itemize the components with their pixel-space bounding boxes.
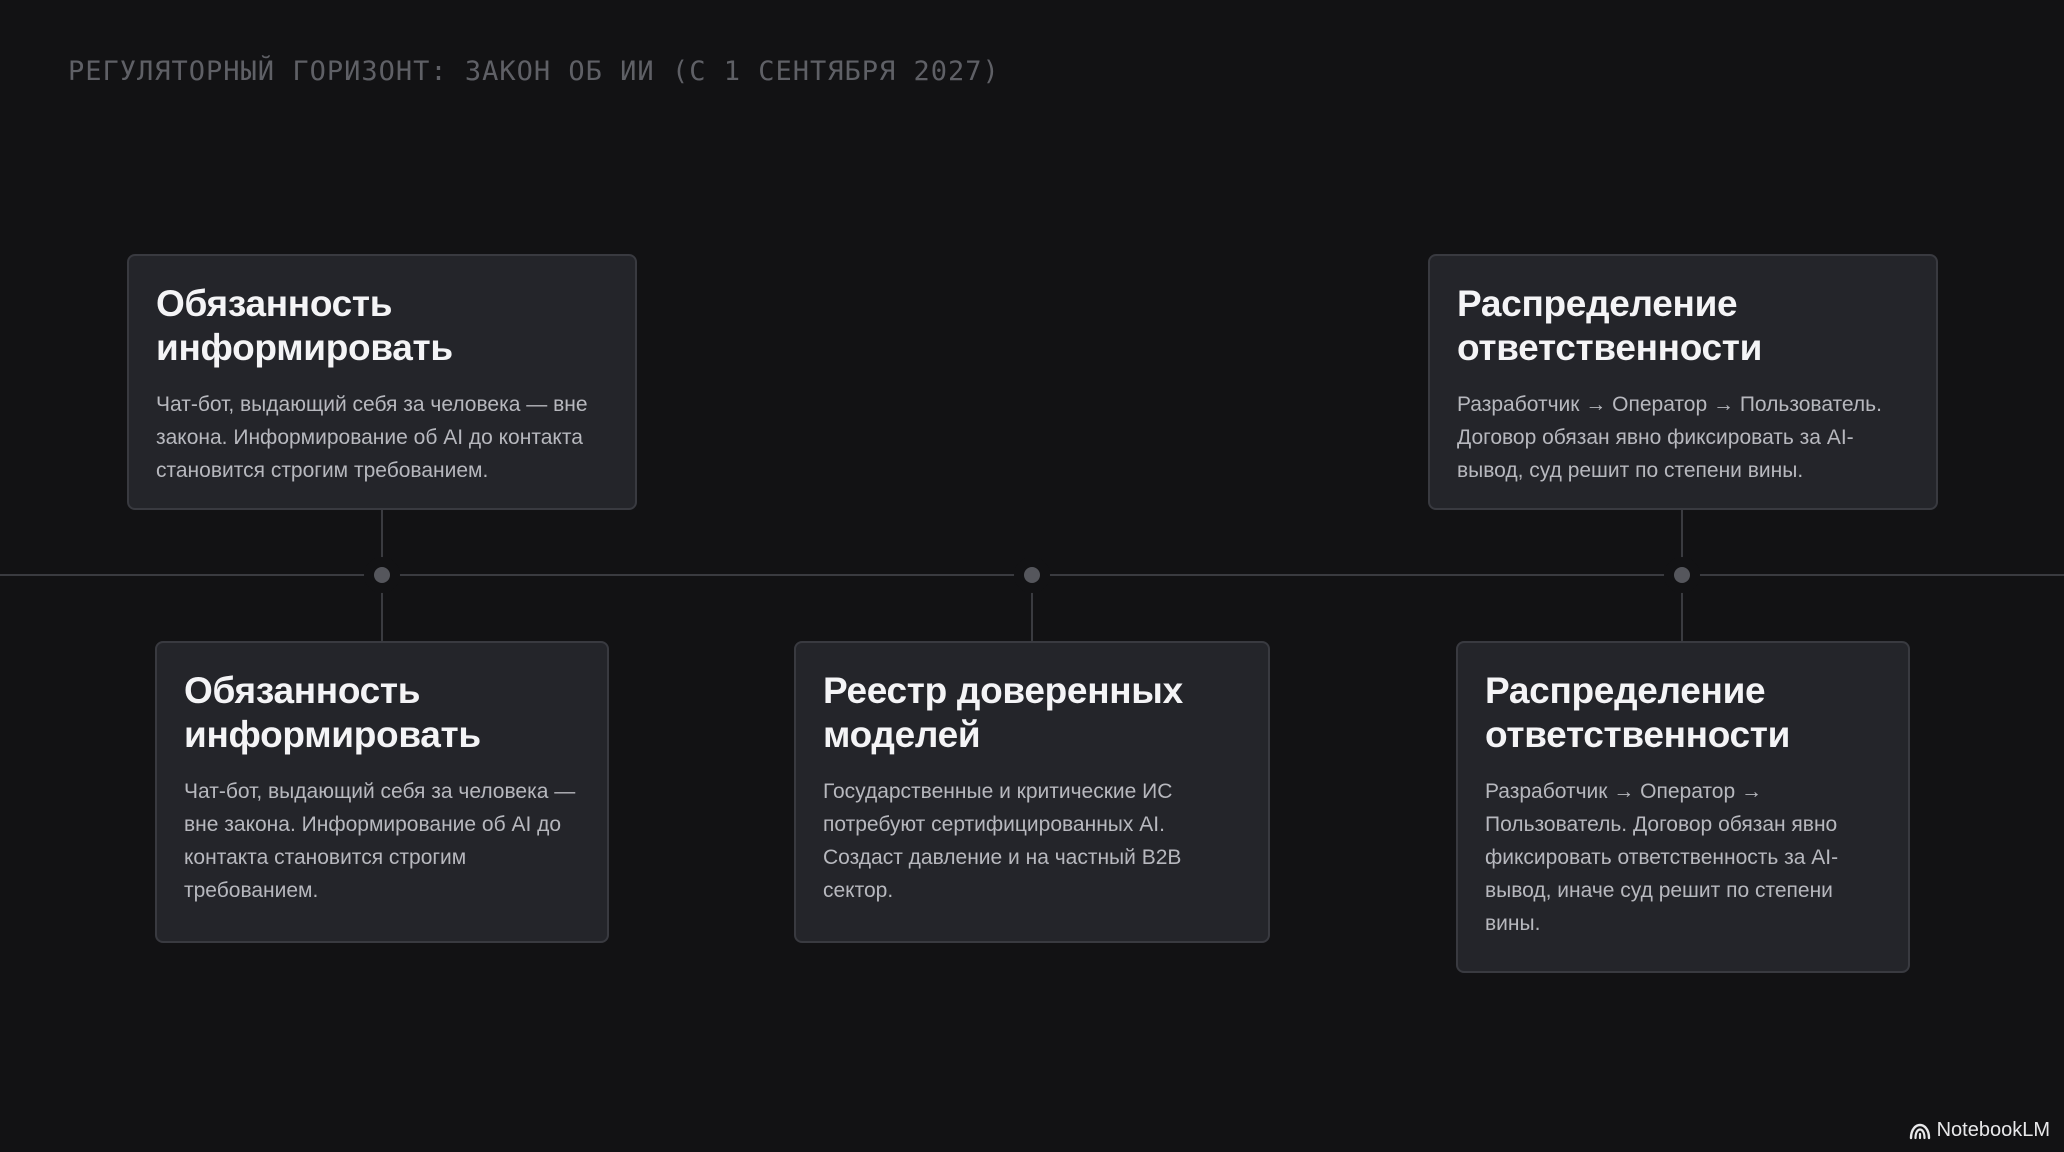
timeline-node-left	[374, 567, 390, 583]
connector-top-right	[1681, 510, 1683, 574]
card-bottom-center: Реестр доверенных моделей Государственны…	[794, 641, 1270, 943]
card-top-right: Распределение ответственности Разработчи…	[1428, 254, 1938, 510]
card-top-left: Обязанность информировать Чат-бот, выдаю…	[127, 254, 637, 510]
card-bottom-left: Обязанность информировать Чат-бот, выдаю…	[155, 641, 609, 943]
card-title: Распределение ответственности	[1457, 283, 1763, 368]
card-body: Чат-бот, выдающий себя за человека — вне…	[156, 393, 588, 482]
card-body: Чат-бот, выдающий себя за человека — вне…	[184, 780, 576, 902]
connector-top-left	[381, 510, 383, 574]
connector-bottom-left	[381, 576, 383, 642]
card-body: Разработчик → Оператор → Пользователь. Д…	[1457, 393, 1882, 482]
brand-label: NotebookLM	[1936, 1119, 2050, 1141]
slide-title: РЕГУЛЯТОРНЫЙ ГОРИЗОНТ: ЗАКОН ОБ ИИ (С 1 …	[68, 56, 1000, 87]
notebooklm-logo-icon	[1909, 1123, 1930, 1139]
card-title: Обязанность информировать	[184, 670, 481, 755]
card-title: Обязанность информировать	[156, 283, 453, 368]
timeline-node-right	[1674, 567, 1690, 583]
card-body: Государственные и критические ИС потребу…	[823, 780, 1182, 902]
card-bottom-right: Распределение ответственности Разработчи…	[1456, 641, 1910, 973]
connector-bottom-right	[1681, 576, 1683, 642]
timeline-node-center	[1024, 567, 1040, 583]
card-title: Распределение ответственности	[1485, 670, 1791, 755]
card-title: Реестр доверенных моделей	[823, 670, 1183, 755]
brand-watermark: NotebookLM	[1909, 1119, 2050, 1142]
connector-bottom-center	[1031, 576, 1033, 642]
card-body: Разработчик → Оператор → Пользователь. Д…	[1485, 780, 1839, 935]
